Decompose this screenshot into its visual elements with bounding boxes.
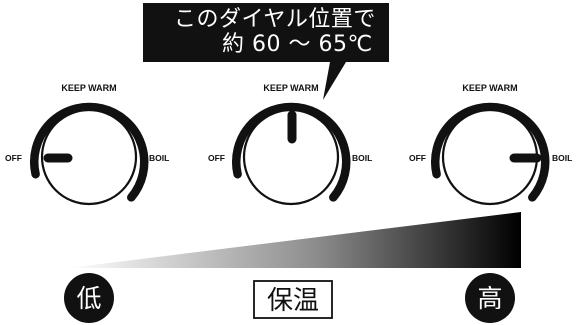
dial-top-label: KEEP WARM <box>61 83 116 93</box>
dial-left-label: OFF <box>5 153 22 163</box>
dial-off-position: KEEP WARM OFF BOIL <box>5 83 169 206</box>
dial-boil-position: KEEP WARM OFF BOIL <box>409 83 572 206</box>
high-label: 高 <box>477 284 502 313</box>
dial-right-label: BOIL <box>552 153 572 163</box>
low-label: 低 <box>76 284 101 313</box>
temperature-wedge <box>68 212 521 268</box>
high-badge <box>465 273 515 323</box>
dial-knob <box>242 108 340 206</box>
dial-range-arc <box>430 102 550 202</box>
callout-line-2: 約 60 ～ 65℃ <box>222 32 373 57</box>
dial-range-arc <box>29 102 149 202</box>
dial-left-label: OFF <box>208 153 225 163</box>
dial-right-label: BOIL <box>149 153 169 163</box>
dial-right-label: BOIL <box>352 153 372 163</box>
dial-keep-warm-position: KEEP WARM OFF BOIL <box>208 83 372 206</box>
callout-text: このダイヤル位置で 約 60 ～ 65℃ <box>150 7 388 57</box>
callout-line-1: このダイヤル位置で <box>174 7 376 32</box>
callout-bubble <box>143 3 389 100</box>
dial-range-arc <box>231 102 351 202</box>
dial-knob <box>40 108 138 206</box>
low-badge <box>64 273 114 323</box>
keep-warm-box <box>253 280 333 319</box>
dial-top-label: KEEP WARM <box>462 83 517 93</box>
dial-top-label: KEEP WARM <box>263 83 318 93</box>
keep-warm-label: 保温 <box>267 286 319 316</box>
dial-left-label: OFF <box>409 153 426 163</box>
